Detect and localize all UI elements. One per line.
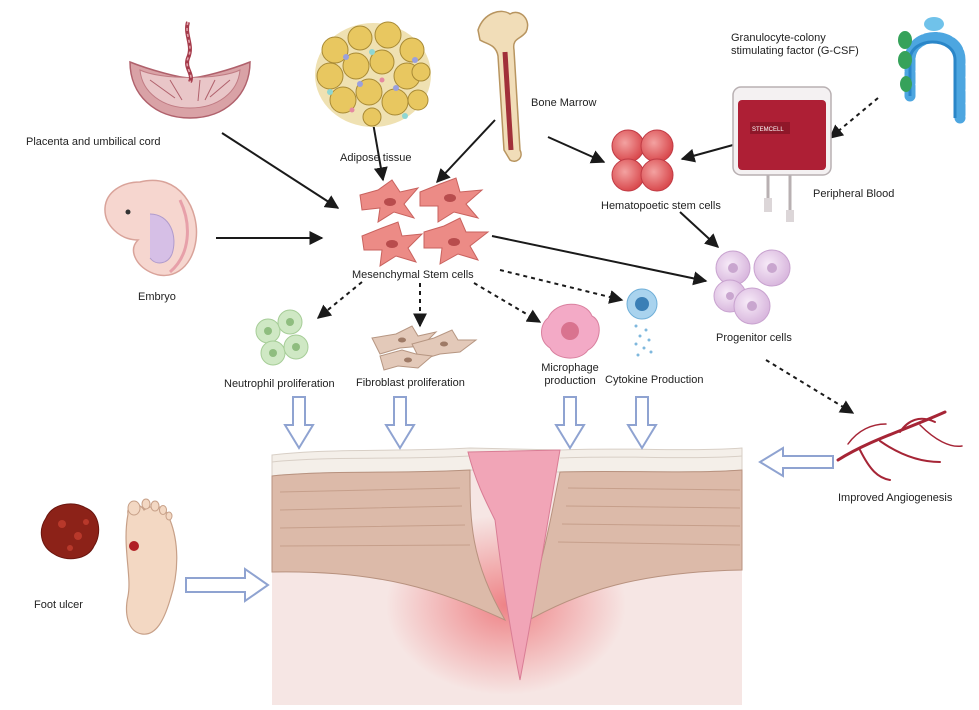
hollow-arrow-foot-ulcer xyxy=(186,569,268,601)
bone-marrow-icon xyxy=(478,11,528,161)
arrow-gcsf-to-blood xyxy=(830,98,878,138)
bone-marrow-label: Bone Marrow xyxy=(531,97,596,110)
arrow-blood-to-hsc xyxy=(682,145,733,159)
cytokine-label: Cytokine Production xyxy=(605,374,703,387)
hollow-arrow-macrophage xyxy=(556,397,584,448)
progenitor-cells-icon xyxy=(714,250,790,324)
arrow-msc-to-neutrophil xyxy=(318,282,362,318)
arrow-bonemarrow-to-msc xyxy=(437,120,495,182)
msc-label: Mesenchymal Stem cells xyxy=(352,269,474,282)
gcsf-label: Granulocyte-colony stimulating factor (G… xyxy=(731,32,881,58)
peripheral-blood-label: Peripheral Blood xyxy=(813,188,894,201)
hollow-arrow-fibroblast xyxy=(386,397,414,448)
fibroblast-label: Fibroblast proliferation xyxy=(356,377,465,390)
arrow-msc-to-cytokine xyxy=(500,270,622,300)
foot-icon xyxy=(126,499,177,634)
embryo-label: Embryo xyxy=(138,291,176,304)
adipose-tissue-icon xyxy=(315,22,431,127)
foot-ulcer-label: Foot ulcer xyxy=(34,599,83,612)
arrow-msc-to-macrophage xyxy=(474,283,540,322)
hsc-label: Hematopoetic stem cells xyxy=(601,200,721,213)
hollow-arrow-cytokine xyxy=(628,397,656,448)
arrow-bonemarrow-to-hsc xyxy=(548,137,604,162)
progenitor-label: Progenitor cells xyxy=(716,332,792,345)
angiogenesis-label: Improved Angiogenesis xyxy=(838,492,952,505)
blood-bag-brand: STEMCELL xyxy=(752,127,784,133)
fibroblast-icon xyxy=(372,326,476,370)
hollow-arrow-neutrophil xyxy=(285,397,313,448)
placenta-label: Placenta and umbilical cord xyxy=(26,136,161,149)
arrow-placenta-to-msc xyxy=(222,133,338,208)
hematopoietic-stem-cells-icon xyxy=(612,130,673,191)
adipose-label: Adipose tissue xyxy=(340,152,412,165)
blood-vessels-icon xyxy=(838,412,962,480)
cytokine-cell-icon xyxy=(627,289,657,357)
hollow-arrow-angiogenesis xyxy=(760,448,833,476)
skin-wound-icon xyxy=(272,448,742,705)
neutrophil-icon xyxy=(256,310,308,365)
blood-bag-icon: STEMCELL xyxy=(733,87,831,222)
gcsf-antibody-icon xyxy=(898,17,960,118)
macrophage-icon xyxy=(542,304,600,358)
arrow-msc-to-progenitor xyxy=(492,236,706,281)
arrow-hsc-to-progenitor xyxy=(680,212,718,247)
arrow-progenitor-to-vessels xyxy=(766,360,853,413)
placenta-icon xyxy=(130,22,250,118)
neutrophil-label: Neutrophil proliferation xyxy=(224,378,335,391)
mesenchymal-stem-cells-icon xyxy=(360,178,488,266)
embryo-icon xyxy=(105,180,197,275)
foot-ulcer-icon xyxy=(41,504,98,559)
